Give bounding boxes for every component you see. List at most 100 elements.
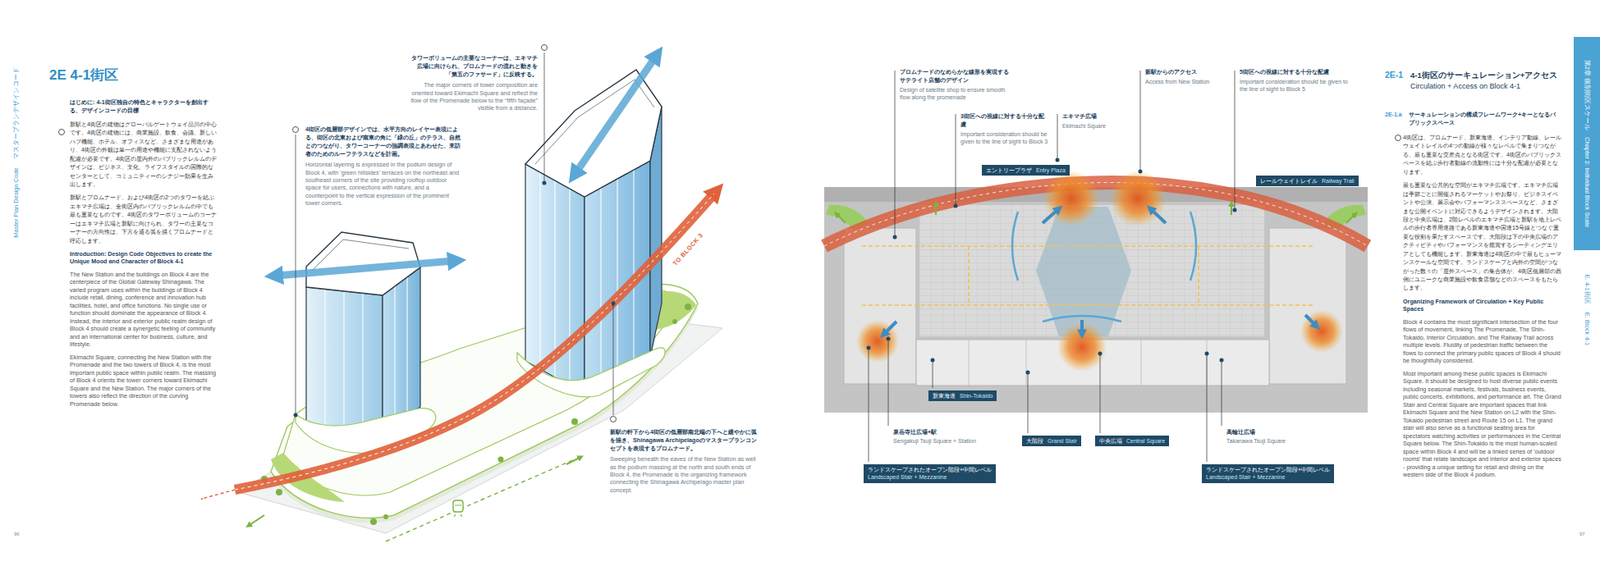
text-group: TO BLOCK 3 (671, 231, 705, 267)
tree (684, 303, 692, 311)
bullet-circle (541, 45, 548, 51)
heading-japanese: はじめに: 4-1街区独自の特色とキャラクターを創出する、デザインコードの目標 (69, 98, 218, 116)
flow-arrow (1042, 210, 1058, 224)
callout-japanese: プロムナードのなめらかな線形を実現するサテライト店舗のデザイン (899, 68, 1011, 85)
callout-english: Access from New Station (1145, 77, 1228, 86)
label-japanese: 第2章 個別街区スケール (1582, 59, 1591, 131)
chapter-tab: 第2章 個別街区スケール Chapter 2: Individual Block … (1573, 36, 1600, 251)
central-concourse (1036, 206, 1132, 337)
leader-line (1027, 373, 1029, 434)
leader-line (894, 70, 896, 237)
bullet-circle (293, 127, 299, 133)
flow-arrow (1305, 315, 1316, 326)
page-number: 96 (13, 531, 20, 537)
leader-dot (542, 181, 547, 186)
leader-dot (293, 413, 298, 418)
label-english: Entry Plaza (1036, 166, 1066, 175)
callout-japanese: 3街区への視線に対する十分な配慮 (960, 112, 1050, 129)
green-arrow (1346, 215, 1355, 224)
activity-node (1043, 170, 1100, 227)
train-icon (453, 505, 463, 518)
label-english: Chapter 2: Individual Block Scale (1583, 137, 1591, 228)
leader-dot (866, 346, 872, 351)
text-group: 2E-1.a (1384, 111, 1403, 118)
label-english: Landscaped Stair + Mezzanine (1205, 473, 1330, 482)
body-english: The New Station and the buildings on Blo… (69, 270, 218, 349)
leader-dot (1205, 352, 1210, 357)
text-group: E. 4-1街区E. Block 4-1 (1582, 275, 1591, 346)
section-number: 2E-1 (1384, 69, 1403, 80)
body-english: Ekimachi Square, connecting the New Stat… (69, 353, 218, 409)
green-arrow (935, 205, 937, 216)
subsection-number: 2E-1.a (1384, 111, 1403, 118)
activity-node (1109, 170, 1166, 227)
leader-dot (1055, 158, 1060, 163)
green-arrow (566, 458, 580, 465)
bullets (59, 45, 1402, 423)
leader-dot (1026, 371, 1031, 376)
interior-circulation (861, 246, 1314, 306)
aerial-plan (824, 70, 1368, 463)
leader-line (1100, 354, 1101, 434)
bullet-circle (610, 417, 617, 423)
railway-line (385, 459, 575, 542)
train-icon (453, 500, 464, 513)
orientation-arrow (277, 261, 454, 276)
tree (370, 518, 377, 526)
body-english: Block 4 contains the most significant in… (1402, 318, 1562, 366)
place-label-box: エントリープラザEntry Plaza (981, 165, 1070, 176)
label-english: Landscaped Stair + Mezzanine (867, 473, 992, 482)
heading-japanese: サーキュレーションの構成フレームワーク+キーとなるパブリックスペース (1408, 110, 1562, 129)
train-icon (453, 500, 464, 518)
leader-line (955, 114, 957, 206)
tree (672, 319, 678, 325)
block-tab-label: E. Block 4-1 (1583, 312, 1591, 346)
callout-japanese: エキマチ広場 (1062, 112, 1128, 121)
place-label-box: ランドスケープされたオープン階段+中間レベルLandscaped Stair +… (1201, 464, 1335, 484)
flow-arrow (1151, 210, 1166, 224)
green-arrow (249, 515, 265, 526)
text-group: タワーボリュームの主要なコーナーは、エキマチ広場に向けられ、プロムナードの流れと… (408, 54, 538, 113)
text-group: 97 (1579, 531, 1586, 537)
page-title: 2E 4-1街区 (49, 65, 119, 85)
flow-arcs (1012, 211, 1197, 322)
tab-text-line: 第2章 個別街区スケール Chapter 2: Individual Block … (1582, 59, 1591, 228)
green-arrow (1230, 205, 1233, 216)
activity-node (1300, 310, 1344, 354)
label-english: Grand Stair (1047, 437, 1078, 445)
body-english: Most important among these public spaces… (1402, 370, 1562, 480)
callout-japanese: 泉岳寺辻広場+駅 (893, 428, 1000, 437)
page-number: 97 (1579, 531, 1586, 537)
place-label-box: 大階段Grand Stair (1022, 435, 1082, 447)
leader-line (1140, 70, 1142, 171)
callout-japanese: 4街区の低層部デザインでは、水平方向のレイヤー表現による、街区の北東および南東の… (305, 125, 462, 159)
leader-dot (1233, 208, 1238, 213)
flow-arc (1190, 211, 1197, 281)
text-group: 2E-1 (1384, 69, 1403, 80)
leader-line (932, 361, 934, 389)
label-japanese: ランドスケープされたオープン階段+中間レベル (867, 466, 992, 474)
body-japanese: 新駅と4街区の建物はグローバルゲートウェイ品川の中心です。4街区の建物には、商業… (69, 120, 218, 190)
tree (571, 418, 578, 426)
podium-terrace (295, 408, 436, 454)
leader-line (544, 52, 546, 183)
leader-dot (1219, 358, 1225, 363)
section-heading-english: Circulation + Access on Block 4-1 (1410, 82, 1571, 92)
leader-line (295, 134, 297, 415)
station-tracks (919, 205, 1265, 337)
leader-dots (866, 158, 1238, 376)
activity-node (856, 320, 899, 363)
label-english: Central Square (1126, 437, 1165, 445)
plan-ground (824, 187, 1368, 413)
leader-dot (886, 337, 891, 342)
text-group: 新駅の軒下から4街区の低層部南北端の下へと緩やかに弧を描き、Shinagawa … (609, 428, 758, 495)
place-label-box: 中央広場Central Square (1095, 435, 1170, 447)
tree (275, 489, 283, 496)
label-japanese: 中央広場 (1099, 437, 1123, 445)
callout-japanese: 5街区への視線に対する十分な配慮 (1239, 68, 1351, 77)
leader-dot (953, 204, 959, 209)
callout-english: Important consideration should be given … (1239, 77, 1351, 93)
callout-english: Ekimachi Square (1062, 122, 1128, 130)
